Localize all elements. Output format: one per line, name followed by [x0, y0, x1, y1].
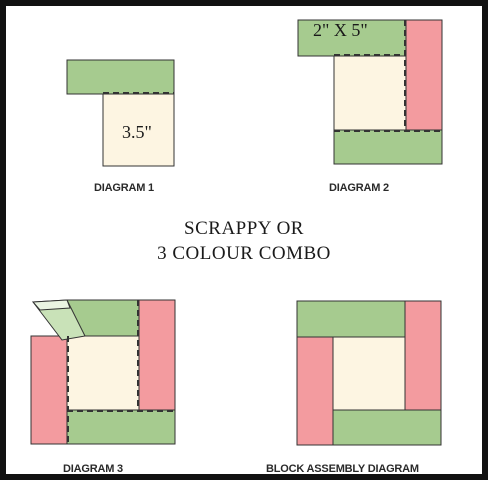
- assembly-green-bottom-strip: [332, 409, 442, 446]
- diagram-3-pink-left-strip: [30, 335, 68, 445]
- diagram-3: [30, 299, 176, 445]
- diagram-1-caption: DIAGRAM 1: [94, 182, 154, 194]
- diagram-2-green-bottom-strip: [333, 129, 443, 165]
- center-title-line-1: SCRAPPY OR: [184, 218, 304, 239]
- diagram-3-green-bottom-strip: [66, 409, 176, 445]
- diagram-2: [297, 19, 443, 165]
- diagram-2-center-square: [333, 55, 407, 131]
- diagram-3-pink-right-strip: [138, 299, 176, 411]
- assembly-green-top-strip: [296, 300, 406, 338]
- diagram-4-caption: BLOCK ASSEMBLY DIAGRAM: [266, 463, 419, 475]
- diagram-2-measurement: 2" X 5": [313, 20, 368, 40]
- diagram-1-green-strip: [66, 59, 175, 95]
- diagram-3-center-square: [66, 335, 140, 411]
- diagram-3-caption: DIAGRAM 3: [63, 463, 123, 475]
- assembly-pink-left-strip: [296, 336, 334, 446]
- center-title: SCRAPPY OR 3 COLOUR COMBO: [0, 216, 488, 266]
- diagram-1-measurement: 3.5": [122, 122, 152, 142]
- assembly-center-square: [332, 336, 406, 411]
- diagram-2-pink-right-strip: [405, 19, 443, 131]
- diagram-1-center-square: [102, 93, 175, 167]
- center-title-line-2: 3 COLOUR COMBO: [157, 243, 331, 264]
- diagram-1: [66, 59, 175, 167]
- assembly-pink-right-strip: [404, 300, 442, 411]
- block-assembly-diagram: [296, 300, 442, 446]
- diagram-2-caption: DIAGRAM 2: [329, 182, 389, 194]
- diagram-3-folded-flap-back: [31, 299, 71, 311]
